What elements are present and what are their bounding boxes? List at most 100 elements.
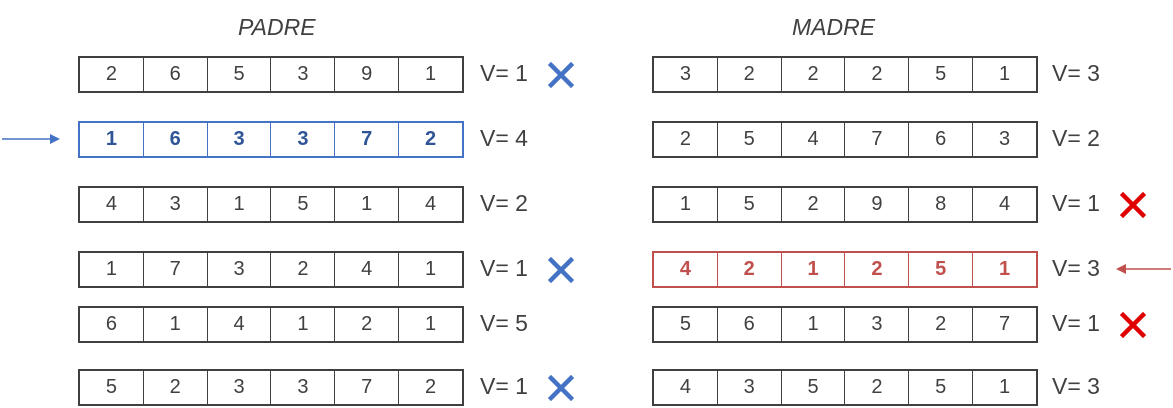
gene-cell: 2	[80, 58, 144, 91]
gene-cell: 2	[845, 253, 910, 286]
gene-cell: 3	[718, 371, 782, 404]
selection-arrow-icon	[2, 134, 60, 144]
gene-cell: 7	[335, 123, 400, 156]
gene-cell: 4	[424, 193, 437, 215]
x-mark-icon	[547, 61, 575, 89]
gene-cell: 5	[208, 58, 272, 91]
fitness-value: V= 3	[1052, 373, 1100, 399]
gene-cell: 2	[782, 188, 846, 221]
gene-cell: 8	[909, 188, 974, 221]
fitness-value: V= 3	[1052, 255, 1100, 281]
gene-cell: 6	[144, 123, 208, 156]
gene-cell: 2	[271, 253, 336, 286]
fitness-value: V= 1	[480, 255, 528, 281]
fitness-value: V= 1	[480, 60, 528, 86]
gene-cell: 2	[718, 253, 782, 286]
selection-arrow-icon	[1116, 264, 1171, 274]
gene-cell: 1	[782, 253, 846, 286]
gene-cell: 6	[144, 58, 208, 91]
gene-cell: 4	[654, 371, 718, 404]
gene-cell: 2	[718, 58, 782, 91]
gene-cell: 9	[845, 188, 910, 221]
gene-cell: 1	[424, 313, 437, 335]
gene-cell: 3	[998, 128, 1011, 150]
fitness-value: V= 2	[480, 190, 528, 216]
gene-cell: 4	[782, 123, 846, 156]
gene-cell: 2	[424, 128, 437, 150]
gene-cell: 1	[424, 258, 437, 280]
gene-cell: 1	[654, 188, 718, 221]
gene-cell: 4	[335, 253, 400, 286]
fitness-value: V= 3	[1052, 60, 1100, 86]
madre-title: MADRE	[792, 14, 876, 40]
gene-cell: 1	[80, 253, 144, 286]
gene-cell: 1	[782, 308, 846, 341]
gene-cell: 1	[80, 123, 144, 156]
gene-cell: 1	[998, 376, 1011, 398]
gene-cell: 5	[654, 308, 718, 341]
gene-cell: 5	[782, 371, 846, 404]
gene-cell: 1	[998, 63, 1011, 85]
gene-cell: 6	[80, 308, 144, 341]
gene-cell: 2	[909, 308, 974, 341]
x-mark-icon	[1119, 191, 1147, 219]
fitness-value: V= 5	[480, 310, 528, 336]
gene-cell: 4	[998, 193, 1011, 215]
gene-cell: 4	[208, 308, 272, 341]
gene-cell: 3	[208, 123, 272, 156]
gene-cell: 3	[654, 58, 718, 91]
fitness-value: V= 4	[480, 125, 528, 151]
gene-cell: 5	[909, 253, 974, 286]
gene-cell: 5	[909, 371, 974, 404]
x-mark-icon	[547, 256, 575, 284]
padre-title: PADRE	[238, 14, 316, 40]
gene-cell: 3	[208, 253, 272, 286]
gene-cell: 3	[271, 58, 336, 91]
gene-cell: 3	[845, 308, 910, 341]
gene-cell: 3	[144, 188, 208, 221]
gene-cell: 1	[208, 188, 272, 221]
gene-cell: 6	[718, 308, 782, 341]
gene-cell: 1	[424, 63, 437, 85]
x-mark-icon	[547, 374, 575, 402]
gene-cell: 2	[144, 371, 208, 404]
fitness-value: V= 1	[480, 373, 528, 399]
gene-cell: 7	[845, 123, 910, 156]
gene-cell: 1	[998, 258, 1011, 280]
x-mark-icon	[1119, 311, 1147, 339]
gene-cell: 2	[654, 123, 718, 156]
gene-cell: 5	[909, 58, 974, 91]
gene-cell: 7	[998, 313, 1011, 335]
gene-cell: 5	[271, 188, 336, 221]
gene-cell: 3	[208, 371, 272, 404]
gene-cell: 5	[718, 188, 782, 221]
gene-cell: 1	[144, 308, 208, 341]
gene-cell: 7	[144, 253, 208, 286]
gene-cell: 2	[845, 58, 910, 91]
gene-cell: 9	[335, 58, 400, 91]
gene-cell: 3	[271, 123, 336, 156]
gene-cell: 4	[654, 253, 718, 286]
gene-cell: 4	[80, 188, 144, 221]
gene-cell: 5	[718, 123, 782, 156]
gene-cell: 7	[335, 371, 400, 404]
gene-cell: 2	[782, 58, 846, 91]
fitness-value: V= 1	[1052, 190, 1100, 216]
gene-cell: 2	[424, 376, 437, 398]
gene-cell: 2	[845, 371, 910, 404]
gene-cell: 2	[335, 308, 400, 341]
fitness-value: V= 2	[1052, 125, 1100, 151]
gene-cell: 1	[271, 308, 336, 341]
